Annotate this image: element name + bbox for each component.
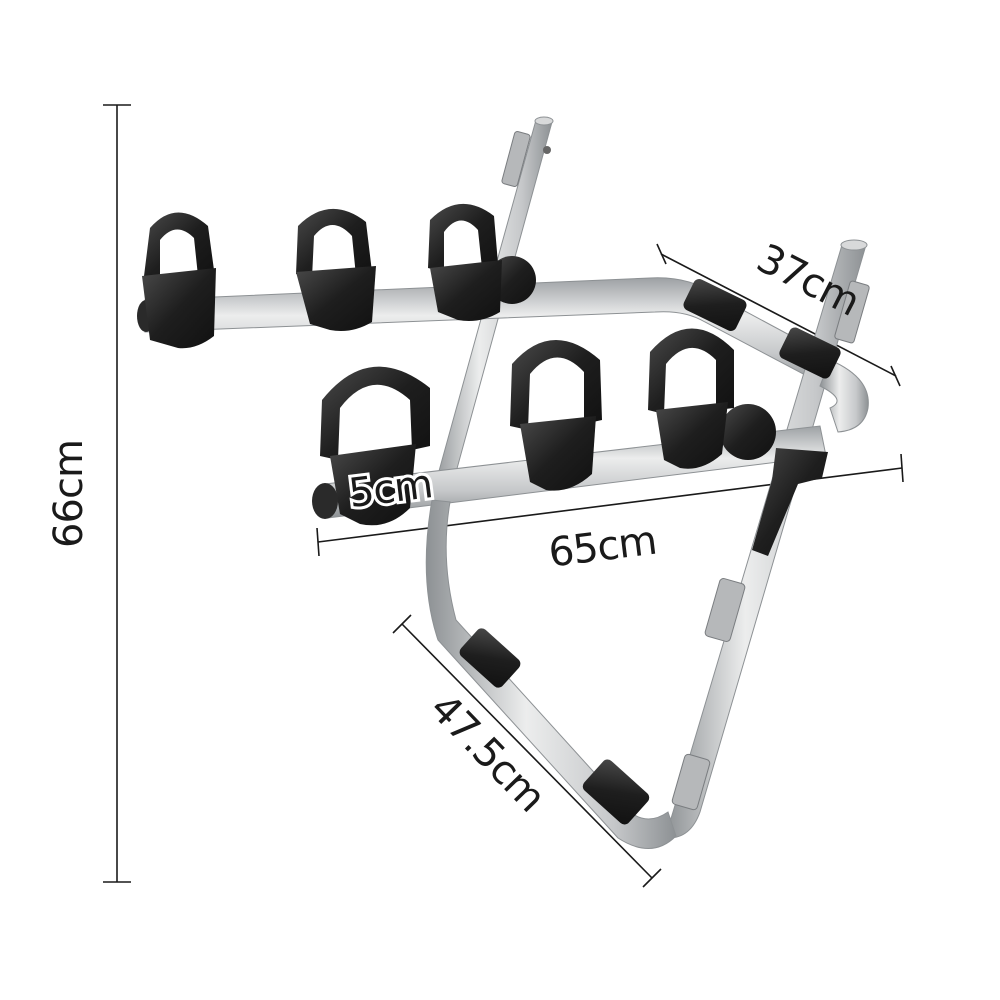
arm-connector-tube: [819, 359, 869, 433]
rear-upright-cap: [534, 116, 554, 126]
depth-dimension-cap-bottom: [890, 365, 901, 387]
middle-hook-bracket: [704, 578, 746, 642]
frame-dimension-cap-bottom: [642, 868, 662, 888]
bottom-frame-tube: [425, 499, 677, 849]
height-label: 66cm: [46, 440, 92, 548]
rear-upright-bracket: [501, 131, 531, 187]
upper-cradle-3: [428, 203, 502, 321]
front-upright-bracket: [834, 280, 870, 344]
upper-cradle-2: [296, 208, 376, 331]
lower-cradle-3: [648, 328, 734, 469]
lower-hinge-knob: [720, 404, 776, 460]
lower-hook-bracket: [671, 753, 711, 811]
frame-dimension-line: [401, 623, 653, 879]
bottom-pad-top: [459, 628, 521, 688]
ratchet-lever: [752, 448, 828, 556]
lower-arm-end-cap: [312, 483, 338, 519]
lower-cradle-1: [320, 366, 430, 526]
upper-pad-right: [779, 327, 841, 379]
front-upright-cap: [840, 239, 868, 251]
depth-dimension-line: [660, 253, 897, 377]
width-dimension-cap-left: [316, 527, 320, 557]
dimension-lines: [103, 104, 904, 888]
depth-dimension-cap-top: [656, 243, 667, 265]
bike-rack: [137, 116, 870, 849]
upper-pad-left: [683, 279, 747, 331]
width-label: 65cm: [546, 518, 659, 577]
bottom-pad-bottom: [582, 759, 650, 825]
rubber-pads: [459, 279, 841, 825]
width-dimension-cap-right: [900, 453, 904, 483]
rear-upright-bolt: [543, 146, 551, 154]
upper-cradle-1: [142, 212, 216, 349]
tube-label: 5cm: [346, 461, 434, 517]
lower-cradle-2: [510, 339, 602, 491]
frame-dimension-cap-top: [392, 614, 412, 634]
lower-cradles: [320, 328, 734, 526]
upper-cradles: [142, 203, 502, 349]
